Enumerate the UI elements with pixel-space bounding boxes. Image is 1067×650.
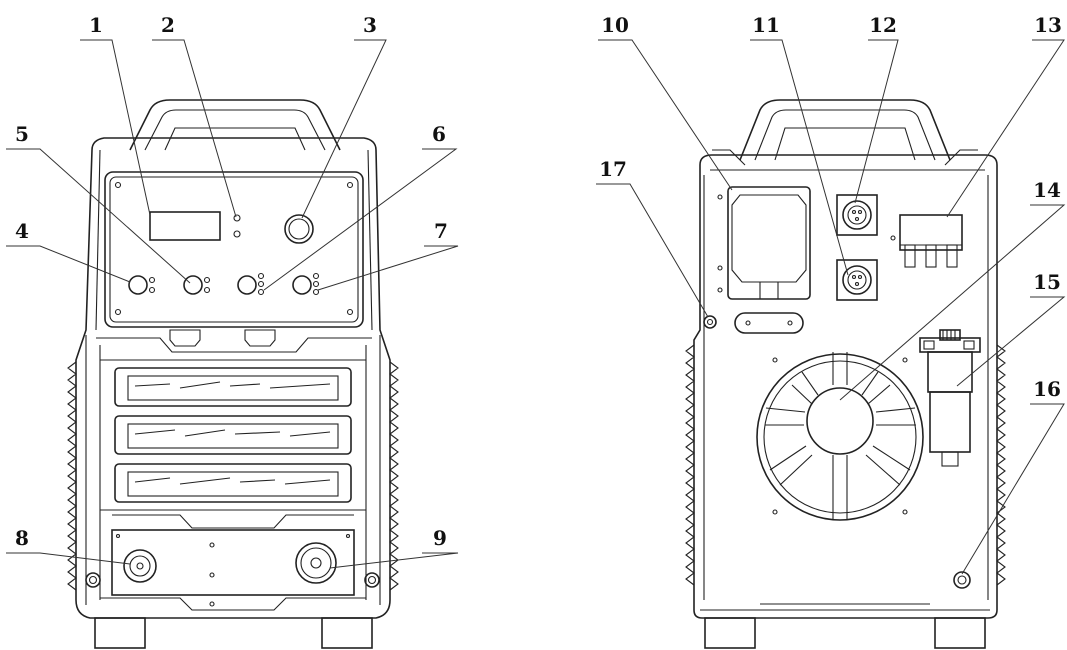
- rear-gas-filter: [919, 329, 981, 467]
- rear-foot-right: [934, 617, 986, 649]
- rear-body: [693, 154, 998, 619]
- rear-side-fins: [685, 344, 1006, 586]
- front-indicator-led: [233, 214, 241, 222]
- callout-5: 5: [15, 122, 29, 146]
- front-socket-right: [295, 542, 337, 584]
- rear-cable-inlet: [717, 186, 811, 300]
- rear-power-switch: [890, 214, 963, 268]
- rear-connector-lower: [836, 259, 878, 301]
- callout-6: 6: [432, 122, 446, 146]
- front-encoder-knob: [284, 214, 314, 244]
- front-button-row: [128, 272, 320, 296]
- callout-3: 3: [363, 13, 377, 37]
- callout-12: 12: [869, 13, 897, 37]
- callout-11: 11: [752, 13, 780, 37]
- front-view: [67, 99, 399, 649]
- front-handle: [129, 99, 341, 151]
- front-control-panel: [104, 171, 364, 328]
- callout-1: 1: [89, 13, 103, 37]
- callout-8: 8: [15, 526, 29, 550]
- front-side-fins: [67, 361, 399, 591]
- callout-15: 15: [1033, 270, 1061, 294]
- callout-2: 2: [161, 13, 175, 37]
- rear-connector-upper: [836, 194, 878, 236]
- rear-handle: [712, 99, 978, 166]
- callout-10: 10: [601, 13, 629, 37]
- rear-foot-left: [704, 617, 756, 649]
- front-foot-left: [94, 617, 146, 649]
- callout-9: 9: [433, 526, 447, 550]
- callout-17: 17: [599, 157, 627, 181]
- front-lower-panel: [111, 529, 355, 596]
- rear-view: [685, 99, 1006, 649]
- rear-ground-nut: [953, 571, 971, 589]
- callout-16: 16: [1033, 377, 1061, 401]
- front-display: [149, 211, 221, 241]
- front-body: [75, 137, 391, 619]
- rear-cable-clamp: [734, 312, 804, 334]
- callout-4: 4: [15, 219, 29, 243]
- front-foot-right: [321, 617, 373, 649]
- rear-fan: [756, 352, 924, 521]
- front-vent-louvers: [100, 359, 366, 511]
- callout-14: 14: [1033, 178, 1061, 202]
- callout-13: 13: [1034, 13, 1062, 37]
- rear-ground-screw: [703, 315, 717, 329]
- front-socket-left: [123, 549, 157, 583]
- callout-numbers: 1 2 3 4 5 6 7 8 9 10 11 12 13 14 15 16 1…: [15, 13, 1062, 550]
- callout-7: 7: [434, 219, 448, 243]
- callout-leaders: [6, 39, 1066, 575]
